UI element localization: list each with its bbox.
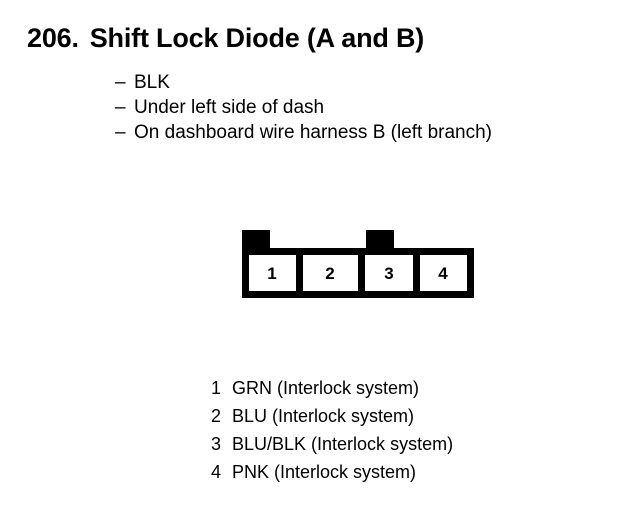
spec-item: – BLK (115, 70, 492, 95)
pin-legend-row: 4 PNK (Interlock system) (211, 458, 453, 486)
pin-legend-row: 3 BLU/BLK (Interlock system) (211, 430, 453, 458)
page-title: 206. Shift Lock Diode (A and B) (27, 22, 424, 54)
connector-cavity-1 (249, 255, 296, 291)
cavity-number-4: 4 (438, 264, 448, 283)
cavity-number-1: 1 (267, 264, 276, 283)
cavity-number-2: 2 (325, 264, 334, 283)
pin-legend-row: 2 BLU (Interlock system) (211, 402, 453, 430)
pin-legend-number: 1 (211, 378, 222, 398)
pin-legend-label: PNK (Interlock system) (232, 462, 417, 482)
page-title-text: Shift Lock Diode (A and B) (89, 23, 425, 53)
pin-legend: 1 GRN (Interlock system) 2 BLU (Interloc… (211, 374, 453, 486)
pin-legend-label: BLU/BLK (Interlock system) (232, 434, 454, 454)
dash-icon: – (115, 97, 126, 118)
pin-legend-row: 1 GRN (Interlock system) (211, 374, 453, 402)
page-title-number: 206. (27, 23, 79, 53)
spec-item: – On dashboard wire harness B (left bran… (115, 120, 492, 145)
connector-outline-svg: 1 2 3 4 (242, 230, 474, 298)
connector-cavity-4 (420, 255, 467, 291)
spec-item: – Under left side of dash (115, 95, 492, 120)
spec-item-label: On dashboard wire harness B (left branch… (134, 122, 493, 143)
pin-legend-label: BLU (Interlock system) (232, 406, 415, 426)
connector-diagram: 1 2 3 4 (238, 228, 478, 300)
spec-item-label: BLK (134, 72, 170, 93)
cavity-number-3: 3 (384, 264, 393, 283)
pin-legend-label: GRN (Interlock system) (232, 378, 420, 398)
connector-cavity-2 (303, 255, 358, 291)
pin-legend-number: 4 (211, 462, 222, 482)
dash-icon: – (115, 72, 126, 93)
dash-icon: – (115, 122, 126, 143)
spec-item-label: Under left side of dash (134, 97, 325, 118)
pin-legend-number: 2 (211, 406, 222, 426)
component-spec-list: – BLK – Under left side of dash – On das… (115, 70, 492, 145)
connector-cavity-3 (365, 255, 413, 291)
pin-legend-number: 3 (211, 434, 222, 454)
